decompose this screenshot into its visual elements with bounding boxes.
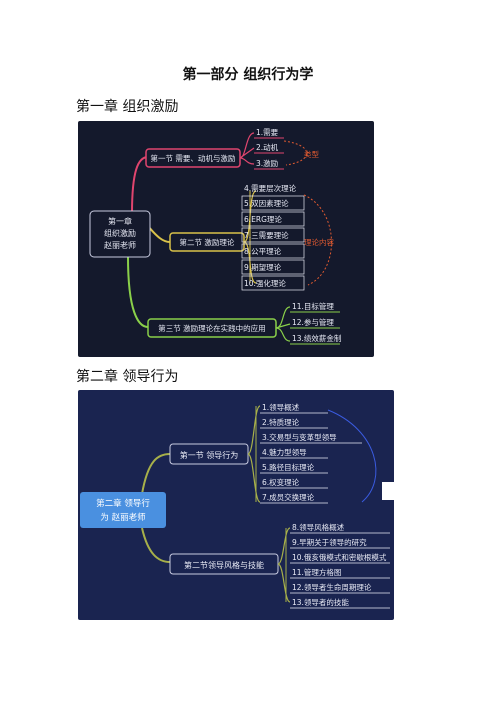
s1-item-4: 4.魅力型领导 — [262, 447, 307, 457]
section1-label: 第一节 领导行为 — [180, 450, 239, 460]
s1-item-1: 1.需要 — [256, 128, 279, 137]
s1-note: 类型 — [304, 149, 319, 159]
section2-label: 第二节 激励理论 — [180, 237, 235, 247]
s2-item-2: 5.双因素理论 — [244, 198, 289, 208]
chapter1-heading: 第一章 组织激励 — [76, 99, 179, 115]
section2-label: 第二节领导风格与技能 — [184, 560, 264, 570]
s2-item-6: 13.领导者的技能 — [292, 597, 349, 607]
s1-item-2: 2.动机 — [256, 142, 279, 152]
root-node — [89, 210, 151, 258]
s2-item-2: 9.早期关于领导的研究 — [292, 537, 367, 547]
mindmap-chapter1: 第一章 组织激励 赵丽老师 第一节 需要、动机与激励 1.需要 2.动机 3.激… — [78, 121, 374, 357]
s1-item-5: 5.路径目标理论 — [262, 462, 315, 472]
section1-label: 第一节 需要、动机与激励 — [151, 153, 236, 163]
s1-item-3: 3.交易型与变革型领导 — [262, 432, 337, 442]
root-node — [80, 492, 166, 528]
root-line-1: 第一章 — [108, 216, 132, 226]
s2-item-5: 12.领导者生命周期理论 — [292, 582, 372, 592]
s3-item-2: 12.参与管理 — [292, 317, 334, 327]
mindmap-chapter2: 第二章 领导行 为 赵丽老师 第一节 领导行为 1.领导概述 2.特质理论 3.… — [78, 390, 394, 620]
s2-item-1: 8.领导风格概述 — [292, 522, 345, 532]
s1-item-2: 2.特质理论 — [262, 417, 300, 427]
s1-item-3: 3.激励 — [256, 158, 278, 168]
s2-item-1: 4.需要层次理论 — [244, 183, 297, 193]
chapter2-heading: 第二章 领导行为 — [76, 369, 179, 385]
section2-items: 4.需要层次理论 5.双因素理论 6.ERG理论 7.三需要理论 8.公平理论 … — [241, 183, 305, 291]
s2-item-4: 11.管理方格图 — [292, 567, 341, 577]
s2-note: 理论内容 — [304, 237, 334, 247]
section1-items: 1.领导概述 2.特质理论 3.交易型与变革型领导 4.魅力型领导 5.路径目标… — [260, 402, 362, 504]
root-line-2: 组织激励 — [104, 228, 136, 238]
s1-item-6: 6.权变理论 — [262, 477, 300, 487]
s2-item-3: 6.ERG理论 — [244, 214, 282, 224]
s2-item-4: 7.三需要理论 — [244, 230, 289, 240]
s2-item-5: 8.公平理论 — [244, 246, 282, 256]
document-title: 第一部分 组织行为学 — [182, 67, 314, 83]
root-line-2: 为 赵丽老师 — [100, 512, 146, 523]
s3-item-1: 11.目标管理 — [292, 301, 334, 311]
root-line-1: 第二章 领导行 — [96, 498, 150, 509]
section2-items: 8.领导风格概述 9.早期关于领导的研究 10.俄亥俄模式和密歇根模式 11.管… — [290, 522, 390, 609]
s1-item-1: 1.领导概述 — [262, 402, 300, 412]
s1-item-7: 7.成员交换理论 — [262, 492, 315, 502]
s2-item-6: 9.期望理论 — [244, 262, 282, 272]
s3-item-3: 13.绩效薪金制 — [292, 333, 341, 343]
section3-label: 第三节 激励理论在实践中的应用 — [158, 323, 265, 333]
root-line-3: 赵丽老师 — [104, 240, 136, 250]
s2-item-7: 10.强化理论 — [244, 278, 286, 288]
s2-item-3: 10.俄亥俄模式和密歇根模式 — [292, 552, 387, 562]
